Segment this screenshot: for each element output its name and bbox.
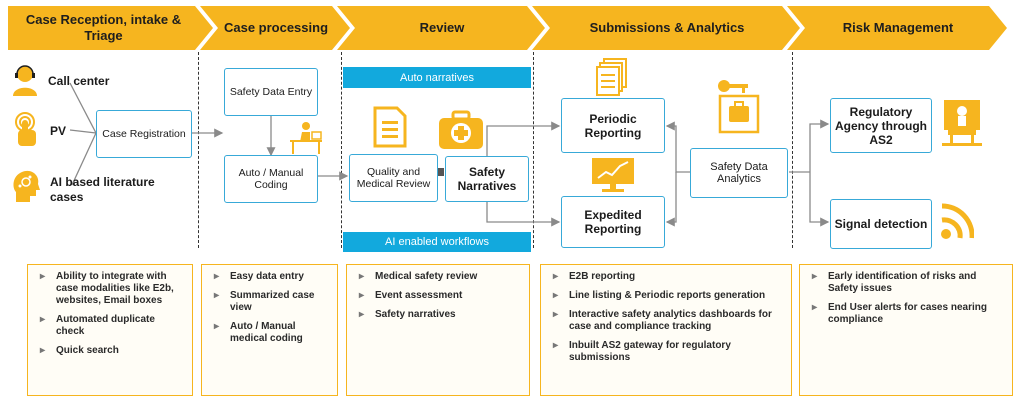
stage-divider xyxy=(792,52,793,248)
document-icon xyxy=(373,106,407,153)
node-label: Periodic Reporting xyxy=(584,111,642,140)
band-auto-narratives: Auto narratives xyxy=(343,67,531,88)
person-headset-icon xyxy=(10,63,40,102)
stage-divider xyxy=(341,52,342,248)
stage-submissions: Submissions & Analytics xyxy=(532,6,800,50)
stage-divider xyxy=(198,52,199,248)
band-ai-workflows: AI enabled workflows xyxy=(343,232,531,252)
briefcase-key-icon xyxy=(714,78,762,139)
node-quality-medical-review: Quality and Medical Review xyxy=(349,154,438,202)
feature-item: Interactive safety analytics dashboards … xyxy=(549,309,783,333)
node-label: Expedited Reporting xyxy=(584,208,642,236)
desk-worker-icon xyxy=(288,120,324,159)
feature-item: Line listing & Periodic reports generati… xyxy=(549,290,783,302)
panel-risk-features: Early identification of risks and Safety… xyxy=(799,264,1013,396)
node-label: Safety Narratives xyxy=(457,165,517,193)
node-label: Safety Data Analytics xyxy=(710,161,768,185)
monitor-chart-icon xyxy=(590,156,636,199)
node-auto-manual-coding: Auto / Manual Coding xyxy=(224,155,318,203)
feature-item: E2B reporting xyxy=(549,271,783,283)
node-expedited-reporting: Expedited Reporting xyxy=(561,196,665,248)
node-label: Auto / Manual Coding xyxy=(238,167,304,191)
stage-label: Case Reception, intake & Triage xyxy=(25,12,182,43)
node-safety-narratives: Safety Narratives xyxy=(445,156,529,202)
node-signal-detection: Signal detection xyxy=(830,199,932,249)
stage-label: Risk Management xyxy=(842,20,954,35)
feature-item: Inbuilt AS2 gateway for regulatory submi… xyxy=(549,340,783,364)
feature-item: Summarized case view xyxy=(210,290,329,314)
node-periodic-reporting: Periodic Reporting xyxy=(561,98,665,153)
node-label: Case Registration xyxy=(102,128,186,140)
rss-signal-icon xyxy=(940,200,975,245)
node-label: Safety Data Entry xyxy=(229,86,313,98)
touch-hand-icon xyxy=(12,112,42,153)
node-case-registration: Case Registration xyxy=(96,110,192,158)
panel-submissions-features: E2B reporting Line listing & Periodic re… xyxy=(540,264,792,396)
feature-item: Ability to integrate with case modalitie… xyxy=(36,271,184,307)
stage-case-processing: Case processing xyxy=(200,6,350,50)
panel-review-features: Medical safety review Event assessment S… xyxy=(346,264,530,396)
feature-item: Quick search xyxy=(36,345,184,357)
feature-item: Event assessment xyxy=(355,290,521,302)
stage-divider xyxy=(533,52,534,248)
feature-item: Medical safety review xyxy=(355,271,521,283)
stage-label: Submissions & Analytics xyxy=(589,20,745,35)
building-icon xyxy=(940,98,984,151)
panel-case-processing-features: Easy data entry Summarized case view Aut… xyxy=(201,264,338,396)
stage-label: Case processing xyxy=(223,20,329,35)
panel-intake-features: Ability to integrate with case modalitie… xyxy=(27,264,193,396)
feature-item: Early identification of risks and Safety… xyxy=(808,271,1004,295)
node-safety-data-entry: Safety Data Entry xyxy=(224,68,318,116)
band-label: Auto narratives xyxy=(400,71,474,84)
medical-kit-icon xyxy=(438,110,484,155)
feature-item: End User alerts for cases nearing compli… xyxy=(808,302,1004,326)
feature-item: Easy data entry xyxy=(210,271,329,283)
feature-item: Auto / Manual medical coding xyxy=(210,321,329,345)
ai-head-icon xyxy=(10,168,42,209)
documents-stack-icon xyxy=(596,58,628,101)
node-label: Signal detection xyxy=(834,217,928,231)
node-safety-data-analytics: Safety Data Analytics xyxy=(690,148,788,198)
source-pv: PV xyxy=(50,124,67,138)
band-label: AI enabled workflows xyxy=(385,236,489,248)
stage-review: Review xyxy=(337,6,545,50)
feature-item: Automated duplicate check xyxy=(36,314,184,338)
source-call-center: Call center xyxy=(48,74,110,88)
feature-item: Safety narratives xyxy=(355,309,521,321)
stage-label: Review xyxy=(419,20,465,35)
node-label: Regulatory Agency through AS2 xyxy=(835,104,927,147)
node-label: Quality and Medical Review xyxy=(356,166,431,190)
stage-risk-management: Risk Management xyxy=(787,6,1007,50)
source-ai-literature: AI based literature cases xyxy=(50,175,155,204)
stage-intake: Case Reception, intake & Triage xyxy=(8,6,213,50)
node-regulatory-agency: Regulatory Agency through AS2 xyxy=(830,98,932,153)
